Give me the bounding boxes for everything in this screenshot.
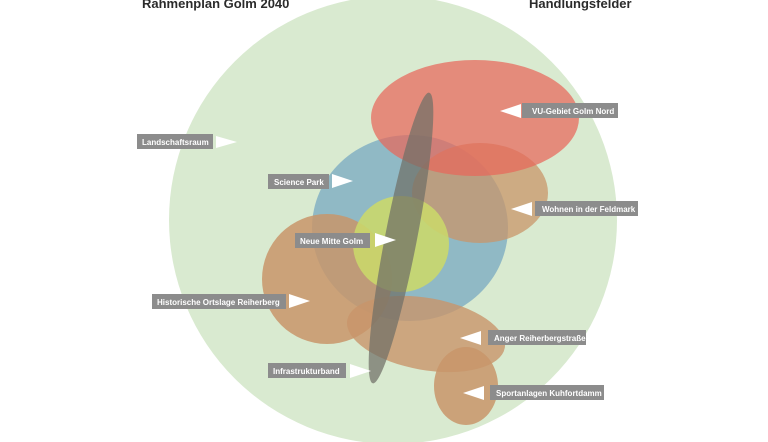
label-neue-mitte: Neue Mitte Golm [295,233,396,248]
label-landschaftsraum: Landschaftsraum [137,134,237,149]
label-anger: Anger Reiherbergstraße [460,330,586,345]
arrow-icon [375,233,396,247]
arrow-icon [332,174,353,188]
label-vu-gebiet-text: VU-Gebiet Golm Nord [532,107,614,116]
label-infrastrukturband-text: Infrastrukturband [273,367,340,376]
label-landschaftsraum-text: Landschaftsraum [142,138,209,147]
label-science-park-text: Science Park [274,178,324,187]
diagram-title: Rahmenplan Golm 2040 [142,0,290,11]
label-anger-text: Anger Reiherbergstraße [494,334,586,343]
arrow-icon [216,136,237,148]
diagram-subtitle: Handlungsfelder [529,0,632,11]
arrow-icon [289,294,310,308]
label-sportanlagen: Sportanlagen Kuhfortdamm [463,385,604,400]
label-neue-mitte-text: Neue Mitte Golm [300,237,363,246]
infrastrukturband-area [368,92,434,384]
arrow-icon [511,202,532,216]
label-wohnen: Wohnen in der Feldmark [511,201,638,216]
label-science-park: Science Park [268,174,353,189]
label-historische-text: Historische Ortslage Reiherberg [157,298,280,307]
arrow-icon [500,104,521,118]
sportanlagen-area [434,347,498,425]
label-wohnen-text: Wohnen in der Feldmark [542,205,636,214]
label-vu-gebiet: VU-Gebiet Golm Nord [500,103,618,118]
label-infrastrukturband: Infrastrukturband [268,363,371,378]
label-sportanlagen-text: Sportanlagen Kuhfortdamm [496,389,602,398]
arrow-icon [463,386,484,400]
arrow-icon [460,331,481,345]
label-historische: Historische Ortslage Reiherberg [152,294,310,309]
arrow-icon [350,364,371,378]
